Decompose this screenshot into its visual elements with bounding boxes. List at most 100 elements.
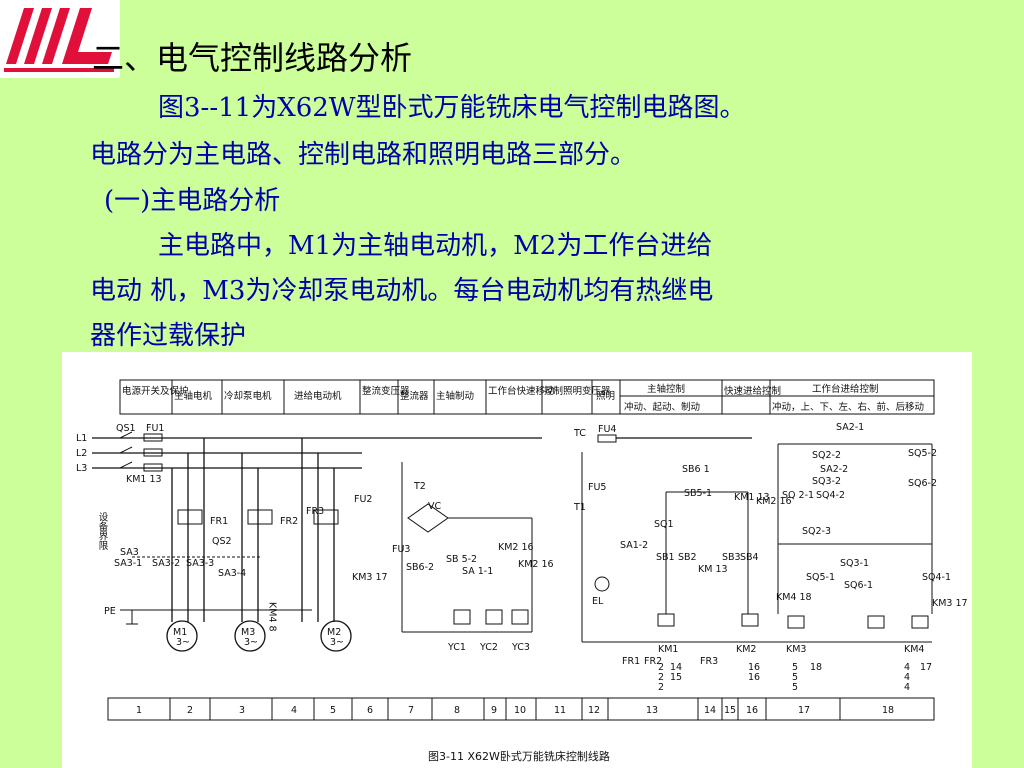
label-sa2-1: SA2-1 (836, 422, 864, 433)
col-1: 1 (136, 705, 142, 716)
label-sb5-2: SB 5-2 (446, 554, 477, 565)
text-line-5: 电动 机，M3为冷却泵电动机。每台电动机均有热继电 (90, 276, 714, 306)
hdr-table-sub: 冲动，上、下、左、右、前、后移动 (772, 401, 924, 413)
label-sq4-1: SQ4-1 (922, 572, 951, 583)
text-line-2: 电路分为主电路、控制电路和照明电路三部分。 (90, 140, 637, 170)
main-circuit: FR1 FR2 QS2 SA3 SA3-1 SA3-2 SA3-3 SA3-4 … (104, 438, 388, 652)
label-sb4: SB4 (740, 552, 759, 563)
label-fu4: FU4 (598, 424, 616, 435)
label-fu1: FU1 (146, 423, 164, 434)
label-km3-coil: KM3 (786, 644, 806, 655)
power-lines: L1 L2 L3 QS1 FU1 KM1 13 (76, 423, 542, 485)
diagram-footer: 1 2 3 4 5 6 7 8 9 10 11 12 13 14 15 16 1… (107, 697, 935, 721)
feed-control-section: KM1 13 KM2 16 SQ 2-1 KM4 18 KM3 KM4 SQ2-… (734, 422, 968, 655)
label-sq2-3: SQ2-3 (802, 526, 831, 537)
label-sb2: SB2 (678, 552, 697, 563)
hdr-rapid-feed: 快速进给控制 (724, 385, 781, 397)
label-sq5-1: SQ5-1 (806, 572, 835, 583)
label-km2-coil: KM2 (736, 644, 756, 655)
col-12: 12 (588, 705, 600, 716)
label-vc: VC (428, 501, 441, 512)
motor-m3-phase: 3~ (244, 637, 258, 648)
hdr-spindle-motor: 主轴电机 (174, 390, 213, 402)
section-subheading: (一)主电路分析 (104, 186, 281, 216)
label-km3-17: KM3 17 (352, 572, 388, 583)
label-equipment-boundary: 设备界限 (97, 512, 109, 551)
label-yc2: YC2 (479, 642, 498, 653)
col-14: 14 (704, 705, 716, 716)
contact-tables: 2 2 2 14 15 16 16 5 5 5 18 4 4 4 17 (658, 662, 932, 693)
label-sa3: SA3 (120, 547, 139, 558)
hdr-lighting: 照明 (596, 391, 615, 402)
text-line-6: 器作过载保护 (90, 321, 247, 351)
label-sa3-3: SA3-3 (186, 558, 214, 569)
label-sa2-2: SA2-2 (820, 464, 848, 475)
label-sb5-1: SB5-1 (684, 488, 712, 499)
label-km1-13b: KM1 13 (734, 492, 770, 503)
motor-m1-phase: 3~ (176, 637, 190, 648)
col-13: 13 (646, 705, 658, 716)
label-yc3: YC3 (511, 642, 530, 653)
label-sq6-2: SQ6-2 (908, 478, 937, 489)
label-pe: PE (104, 606, 116, 617)
hdr-spindle-sub: 冲动、起动、制动 (624, 401, 700, 413)
hdr-spindle-brake: 主轴制动 (436, 390, 474, 402)
label-sq5-2: SQ5-2 (908, 448, 937, 459)
ct-13-0: 2 (658, 662, 664, 673)
hdr-spindle-control: 主轴控制 (647, 383, 685, 395)
label-sq3-1: SQ3-1 (840, 558, 869, 569)
label-sq3-2: SQ3-2 (812, 476, 841, 487)
hdr-rectifier: 整流器 (400, 390, 429, 402)
col-11: 11 (554, 705, 566, 716)
label-sa1-1: SA 1-1 (462, 566, 493, 577)
ct-18-1: 4 (904, 672, 910, 683)
hdr-control-transformer: 控制照明变压器 (544, 385, 611, 397)
label-sb1: SB1 (656, 552, 675, 563)
hdr-feed-motor: 进给电动机 (294, 390, 342, 402)
label-fr1: FR1 (210, 516, 228, 527)
ct-13-2: 2 (658, 682, 664, 693)
circuit-diagram: 电源开关及保护 主轴电机 冷却泵电机 进给电动机 整流变压器 整流器 主轴制动 … (62, 352, 972, 768)
col-6: 6 (367, 705, 373, 716)
label-yc1: YC1 (447, 642, 466, 653)
col-7: 7 (408, 705, 414, 716)
label-sq1: SQ1 (654, 519, 674, 530)
control-section: TC FU4 FU5 T1 EL SA1-2 SB6 1 SB5-1 SQ1 S… (573, 424, 932, 667)
label-sq4-2: SQ4-2 (816, 490, 845, 501)
col-3: 3 (239, 705, 245, 716)
label-tc: TC (573, 428, 586, 439)
col-2: 2 (187, 705, 193, 716)
label-sq-2-1: SQ 2-1 (782, 490, 814, 501)
motor-m3: M3 (241, 627, 255, 638)
label-qs2: QS2 (212, 536, 232, 547)
label-fu5: FU5 (588, 482, 606, 493)
col-8: 8 (454, 705, 460, 716)
ct-13b-1: 15 (670, 672, 682, 683)
motor-m2-phase: 3~ (330, 637, 344, 648)
ct-17-1: 5 (792, 672, 798, 683)
rectifier-section: FU2 T2 VC FU3 SB6-2 SB 5-2 SA 1-1 KM2 16… (354, 462, 554, 653)
label-l3: L3 (76, 463, 87, 474)
label-km2-16a: KM2 16 (498, 542, 534, 553)
col-9: 9 (491, 705, 497, 716)
hdr-coolant-motor: 冷却泵电机 (224, 390, 272, 402)
label-km2-16c: KM2 16 (756, 496, 792, 507)
label-sb6-1: SB6 1 (682, 464, 710, 475)
label-fr3-ctrl: FR3 (700, 656, 718, 667)
ct-18-2: 4 (904, 682, 910, 693)
label-km4-18: KM4 18 (776, 592, 812, 603)
label-el: EL (592, 596, 604, 607)
ct-13-1: 2 (658, 672, 664, 683)
col-15: 15 (724, 705, 736, 716)
label-fu2: FU2 (354, 494, 372, 505)
label-qs1: QS1 (116, 423, 136, 434)
ct-16-1: 16 (748, 672, 760, 683)
label-fr1-ctrl: FR1 (622, 656, 640, 667)
label-l2: L2 (76, 448, 87, 459)
label-km1-coil: KM1 (658, 644, 678, 655)
hdr-power: 电源开关及保护 (122, 385, 189, 397)
figure-caption: 图3-11 X62W卧式万能铣床控制线路 (428, 749, 610, 763)
label-sb3: SB3 (722, 552, 741, 563)
col-4: 4 (291, 705, 297, 716)
hdr-rectifier-transformer: 整流变压器 (362, 385, 410, 397)
